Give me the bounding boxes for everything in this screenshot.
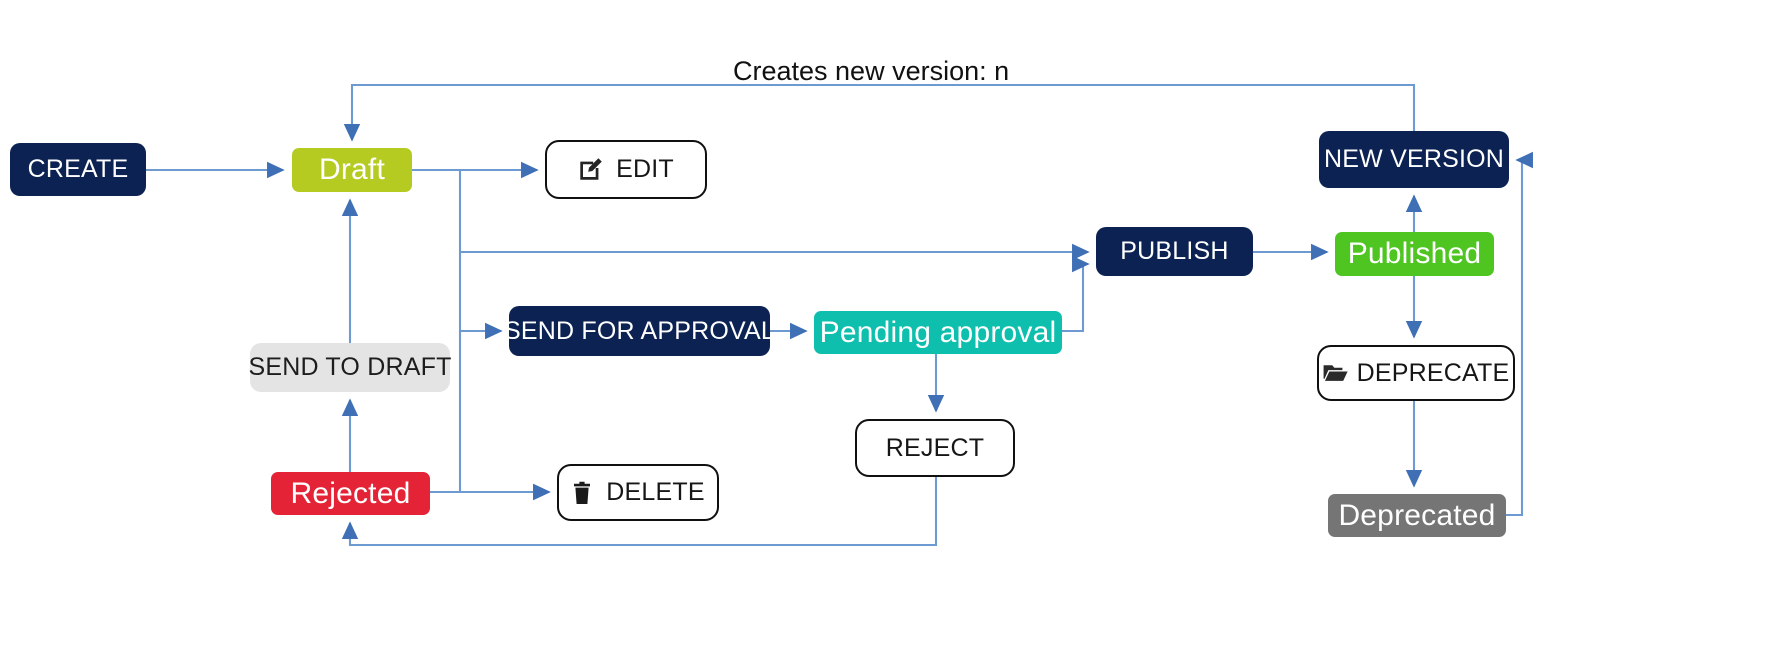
node-send-to-draft[interactable]: SEND TO DRAFT — [248, 343, 452, 392]
edge-pending-to-publish — [1062, 255, 1090, 333]
node-delete[interactable]: DELETE — [557, 464, 719, 521]
node-create-label: CREATE — [27, 155, 129, 183]
node-published-label: Published — [1347, 237, 1482, 270]
node-pending-approval-label: Pending approval — [819, 315, 1057, 349]
edge-new-version-to-draft — [343, 83, 1416, 142]
node-reject[interactable]: REJECT — [855, 419, 1015, 477]
node-publish[interactable]: PUBLISH — [1096, 227, 1253, 276]
edge-label-creates-new-version: Creates new version: n — [733, 56, 1010, 86]
node-deprecated-label: Deprecated — [1338, 498, 1496, 532]
node-deprecate-label: DEPRECATE — [1356, 358, 1510, 387]
node-rejected[interactable]: Rejected — [271, 472, 430, 515]
node-edit[interactable]: EDIT — [545, 140, 707, 199]
edit-icon — [578, 157, 603, 182]
folder-icon — [1323, 363, 1348, 383]
node-send-for-approval[interactable]: SEND FOR APPROVAL — [504, 306, 775, 356]
node-delete-label: DELETE — [606, 478, 705, 506]
node-deprecate[interactable]: DEPRECATE — [1317, 345, 1515, 401]
node-new-version-label: NEW VERSION — [1324, 145, 1504, 173]
node-reject-label: REJECT — [885, 433, 985, 462]
trash-icon — [571, 481, 593, 505]
node-send-for-approval-label: SEND FOR APPROVAL — [503, 316, 776, 345]
node-deprecated[interactable]: Deprecated — [1328, 494, 1506, 537]
node-pending-approval[interactable]: Pending approval — [814, 311, 1062, 354]
edge-draft-to-send-for-approval — [458, 252, 503, 340]
edge-deprecated-to-new-version — [1506, 151, 1533, 517]
node-send-to-draft-label: SEND TO DRAFT — [248, 353, 452, 381]
node-edit-label: EDIT — [616, 155, 674, 183]
node-published[interactable]: Published — [1335, 232, 1494, 276]
node-new-version[interactable]: NEW VERSION — [1319, 131, 1509, 188]
node-draft[interactable]: Draft — [292, 148, 412, 192]
node-create[interactable]: CREATE — [10, 143, 146, 196]
node-rejected-label: Rejected — [290, 476, 411, 510]
node-draft-label: Draft — [318, 153, 385, 186]
node-publish-label: PUBLISH — [1120, 237, 1229, 265]
